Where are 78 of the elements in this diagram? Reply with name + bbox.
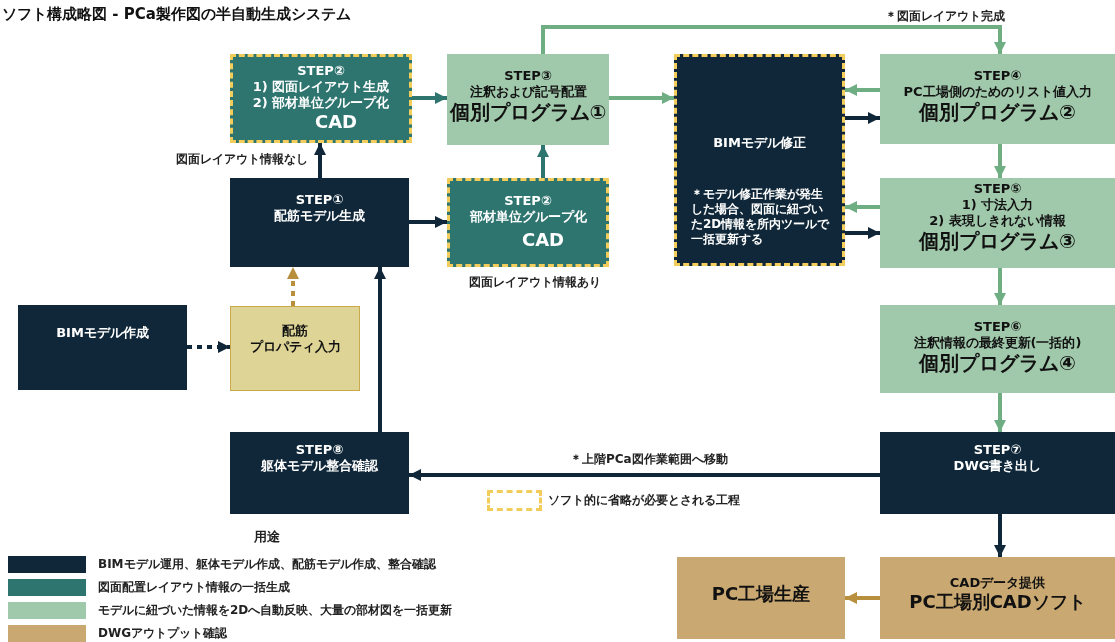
node-text: 1) 図面レイアウト生成: [252, 79, 390, 95]
legend-text: モデルに紐づいた情報を2Dへ自動反映、大量の部材図を一括更新: [98, 603, 453, 617]
arrow: [314, 143, 326, 178]
arrow: [994, 268, 1006, 305]
legend-text: ソフト的に省略が必要とされる工程: [548, 493, 740, 507]
node-text: 2) 部材単位グループ化: [252, 95, 390, 111]
node-text: STEP③: [504, 68, 552, 84]
node-text: STEP⑥: [973, 319, 1022, 335]
node-caption: 図面レイアウト情報あり: [469, 275, 601, 289]
node-text: CAD: [313, 111, 358, 133]
process-box: [230, 432, 409, 514]
arrow: [412, 92, 447, 104]
node-text: STEP②: [504, 193, 552, 209]
node-text: CAD: [520, 229, 565, 251]
arrow: [541, 25, 1006, 54]
edge-label: ＊図面レイアウト完成: [885, 9, 1005, 23]
process-box: [677, 557, 845, 639]
node-text: PC工場別CADソフト: [909, 591, 1086, 613]
node-text: STEP②: [297, 63, 345, 79]
node-text: STEP⑤: [973, 181, 1022, 197]
arrow: [374, 267, 386, 432]
node-text: 2) 表現しきれない情報: [929, 213, 1066, 229]
arrow: [845, 592, 880, 604]
legend-text: BIMモデル運用、躯体モデル作成、配筋モデル作成、整合確認: [98, 557, 436, 571]
node-text: 個別プログラム②: [919, 100, 1076, 125]
node-text: CADデータ提供: [949, 575, 1046, 591]
arrow: [994, 393, 1006, 432]
arrow: [287, 267, 299, 306]
arrow: [845, 201, 880, 213]
node-text: 個別プログラム③: [919, 229, 1076, 254]
node-text: PC工場側のためのリスト値入力: [903, 84, 1092, 100]
process-box: [880, 178, 1115, 268]
arrow: [409, 216, 447, 228]
node-text: 部材単位グループ化: [469, 209, 587, 225]
node-text: 個別プログラム①: [449, 100, 607, 125]
process-box: [880, 432, 1115, 514]
process-box: [230, 306, 360, 391]
process-box: [674, 54, 845, 266]
node-text: DWG書き出し: [953, 458, 1042, 474]
edge-label: ＊上階PCa図作業範囲へ移動: [570, 452, 728, 466]
arrow: [994, 144, 1006, 178]
arrow: [187, 341, 230, 353]
process-box: [18, 305, 187, 390]
node-text: 注釈情報の最終更新(一括的): [913, 335, 1082, 351]
arrow: [609, 92, 674, 104]
arrow: [845, 84, 880, 96]
legend-text: DWGアウトプット確認: [98, 626, 228, 640]
node-text: 配筋: [282, 323, 308, 339]
node-text: 注釈および記号配置: [469, 84, 587, 100]
node-text: プロパティ入力: [249, 339, 341, 355]
node-text: STEP⑦: [973, 442, 1022, 458]
node-text: BIMモデル作成: [56, 325, 149, 341]
node-text: 1) 寸法入力: [961, 197, 1034, 213]
arrow: [845, 112, 880, 124]
node-text: STEP①: [295, 192, 344, 208]
node-text: STEP④: [973, 68, 1022, 84]
arrow: [994, 514, 1006, 557]
node-text: 個別プログラム④: [919, 351, 1076, 376]
node-text: 躯体モデル整合確認: [261, 458, 378, 474]
node-text: 配筋モデル生成: [274, 208, 365, 224]
process-box: [880, 54, 1115, 144]
process-box: [447, 54, 609, 145]
edge-label: 図面レイアウト情報なし: [176, 152, 308, 166]
arrow: [537, 145, 549, 178]
process-box: [230, 54, 412, 143]
arrow: [409, 469, 880, 481]
process-box: [880, 557, 1115, 639]
arrow: [845, 227, 880, 239]
process-box: [230, 178, 409, 267]
node-text: PC工場生産: [711, 583, 811, 605]
node-text: STEP⑧: [295, 442, 344, 458]
process-box: [447, 178, 609, 267]
diagram-title: ソフト構成略図 - PCa製作図の半自動生成システム: [2, 5, 351, 24]
legend-heading: 用途: [254, 530, 280, 544]
node-text: BIMモデル修正: [713, 135, 806, 151]
legend-text: 図面配置レイアウト情報の一括生成: [98, 580, 290, 594]
process-box: [880, 305, 1115, 393]
node-text: ＊モデル修正作業が発生した場合、図面に紐づいた2D情報を所内ツールで一括更新する: [690, 187, 831, 247]
